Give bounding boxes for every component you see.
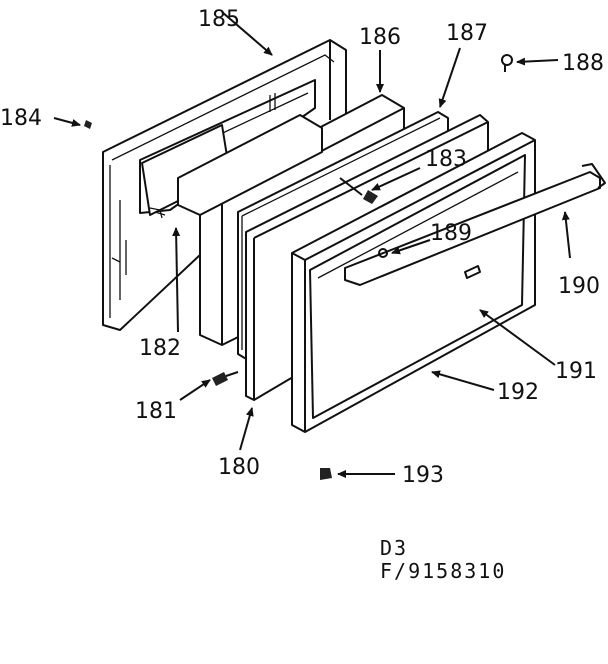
door-trim-frame xyxy=(291,132,536,433)
part-label-184: 184 xyxy=(0,106,42,131)
inner-glass xyxy=(177,114,323,216)
screw-183 xyxy=(339,177,378,204)
part-label-181: 181 xyxy=(135,399,177,424)
part-label-190: 190 xyxy=(558,274,600,299)
screw-193 xyxy=(320,468,332,480)
caption-line-1: D3 xyxy=(380,536,408,560)
door-handle xyxy=(344,163,606,286)
screw-188 xyxy=(501,54,513,72)
part-label-180: 180 xyxy=(218,455,260,480)
screw-181 xyxy=(212,371,239,386)
part-label-183: 183 xyxy=(425,147,467,172)
part-label-185: 185 xyxy=(198,7,240,32)
part-label-192: 192 xyxy=(497,380,539,405)
part-label-182: 182 xyxy=(139,336,181,361)
part-label-193: 193 xyxy=(402,463,444,488)
plug-189 xyxy=(378,248,388,258)
handle-bracket xyxy=(464,265,481,279)
part-label-188: 188 xyxy=(562,51,604,76)
caption-line-2: F/9158310 xyxy=(380,559,506,583)
part-label-191: 191 xyxy=(555,359,597,384)
leader-lines xyxy=(53,11,571,478)
screw-184 xyxy=(84,120,92,129)
part-label-187: 187 xyxy=(446,21,488,46)
part-label-186: 186 xyxy=(359,25,401,50)
part-label-189: 189 xyxy=(430,221,472,246)
